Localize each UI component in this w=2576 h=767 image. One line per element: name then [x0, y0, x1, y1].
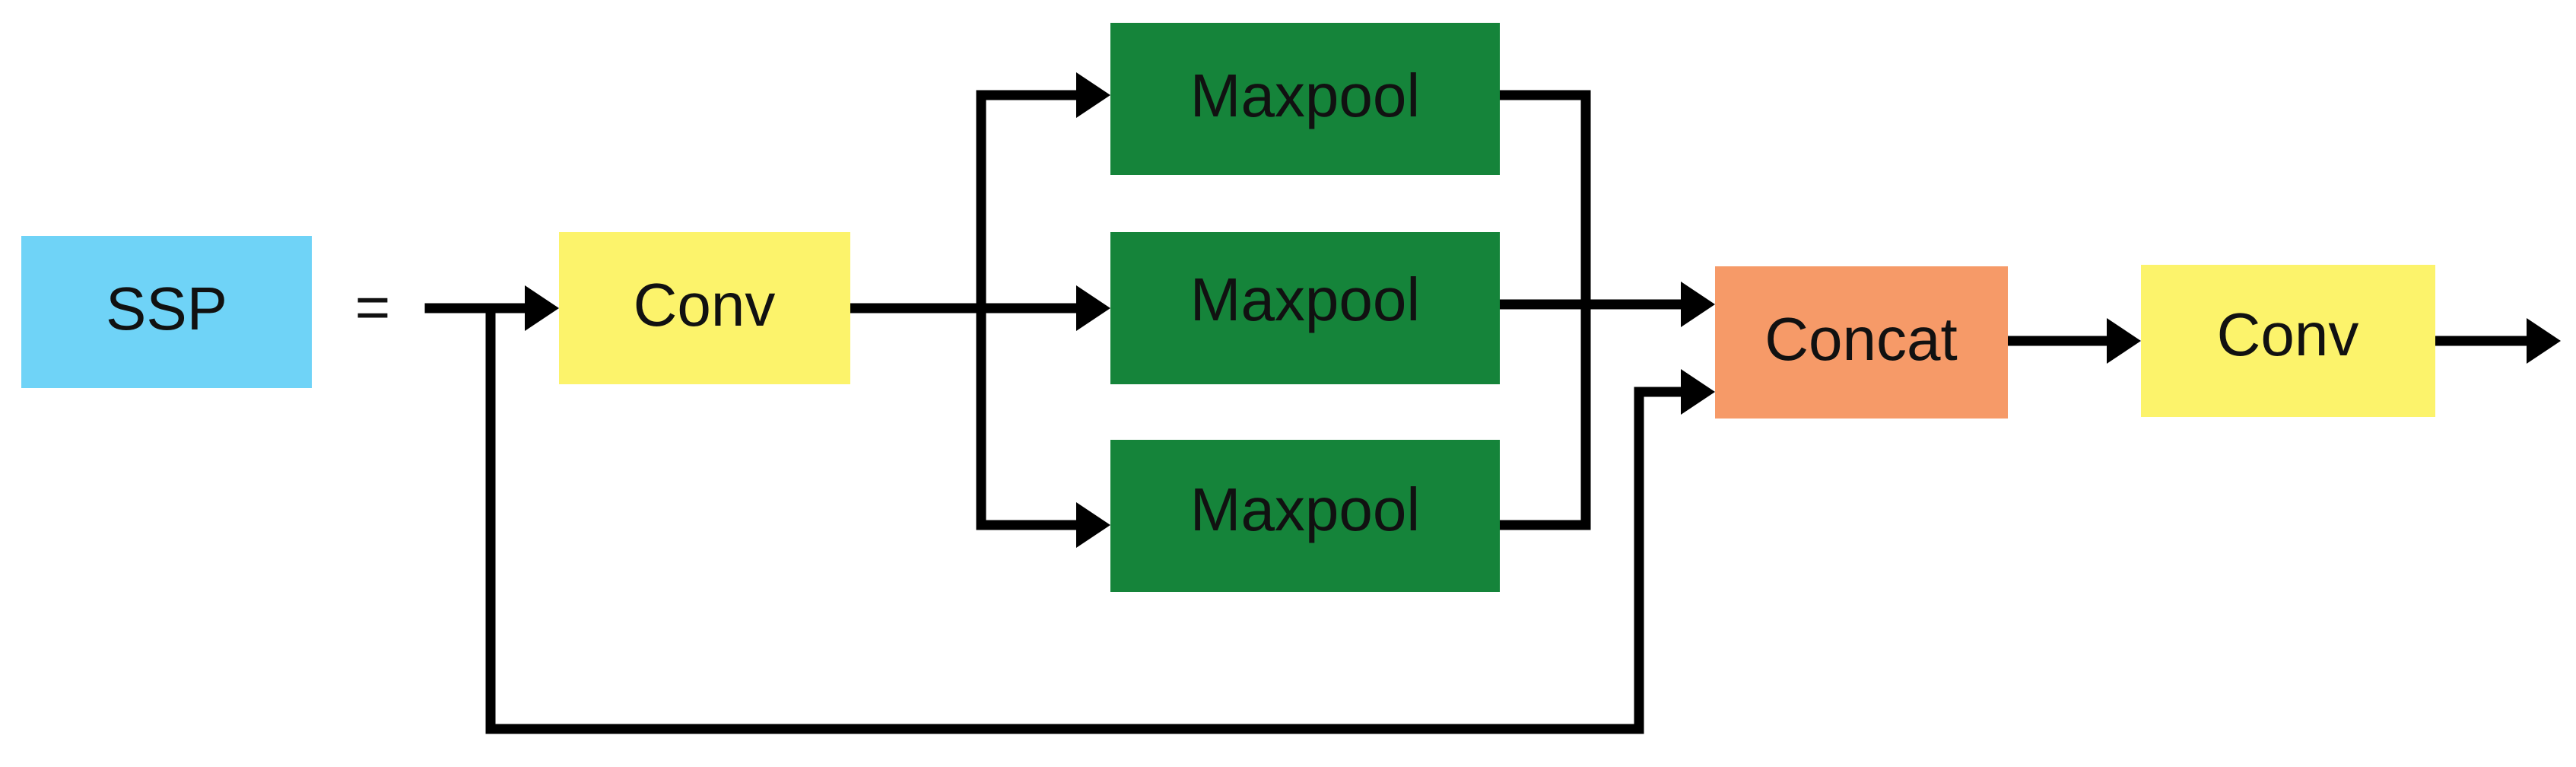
concat-label: Concat — [1764, 305, 1957, 373]
connectors — [424, 72, 2561, 734]
arrowhead-concat-main — [1681, 282, 1715, 327]
node-conv-1: Conv — [559, 232, 850, 384]
maxpool-top-box — [1110, 23, 1500, 175]
edge-skip-connection — [485, 303, 1686, 734]
node-ssp: SSP — [21, 236, 312, 388]
conv-1-label: Conv — [634, 271, 776, 339]
arrowhead-maxpool-bot — [1076, 502, 1110, 548]
node-maxpool-mid: Maxpool — [1110, 232, 1500, 384]
arrowhead-conv2 — [2107, 318, 2141, 364]
arrowhead-output — [2527, 318, 2561, 364]
ssp-label: SSP — [106, 275, 227, 342]
node-conv-2: Conv — [2141, 265, 2435, 417]
maxpool-bot-label: Maxpool — [1190, 476, 1420, 543]
maxpool-mid-label: Maxpool — [1190, 266, 1420, 333]
maxpool-bot-box — [1110, 440, 1500, 592]
equals-sign: = — [355, 273, 391, 341]
arrowhead-conv1 — [525, 285, 559, 331]
conv-2-label: Conv — [2217, 301, 2359, 368]
conv-2-box — [2141, 265, 2435, 417]
arrowhead-maxpool-mid — [1076, 285, 1110, 331]
conv-1-box — [559, 232, 850, 384]
concat-box — [1715, 266, 2008, 419]
arrowhead-maxpool-top — [1076, 72, 1110, 118]
arrowhead-concat-skip — [1681, 369, 1715, 415]
edge-maxpool-top-out — [1494, 90, 1591, 530]
ssp-box — [21, 236, 312, 388]
node-concat: Concat — [1715, 266, 2008, 419]
node-maxpool-top: Maxpool — [1110, 23, 1500, 175]
maxpool-top-label: Maxpool — [1190, 62, 1420, 129]
maxpool-mid-box — [1110, 232, 1500, 384]
node-maxpool-bot: Maxpool — [1110, 440, 1500, 592]
